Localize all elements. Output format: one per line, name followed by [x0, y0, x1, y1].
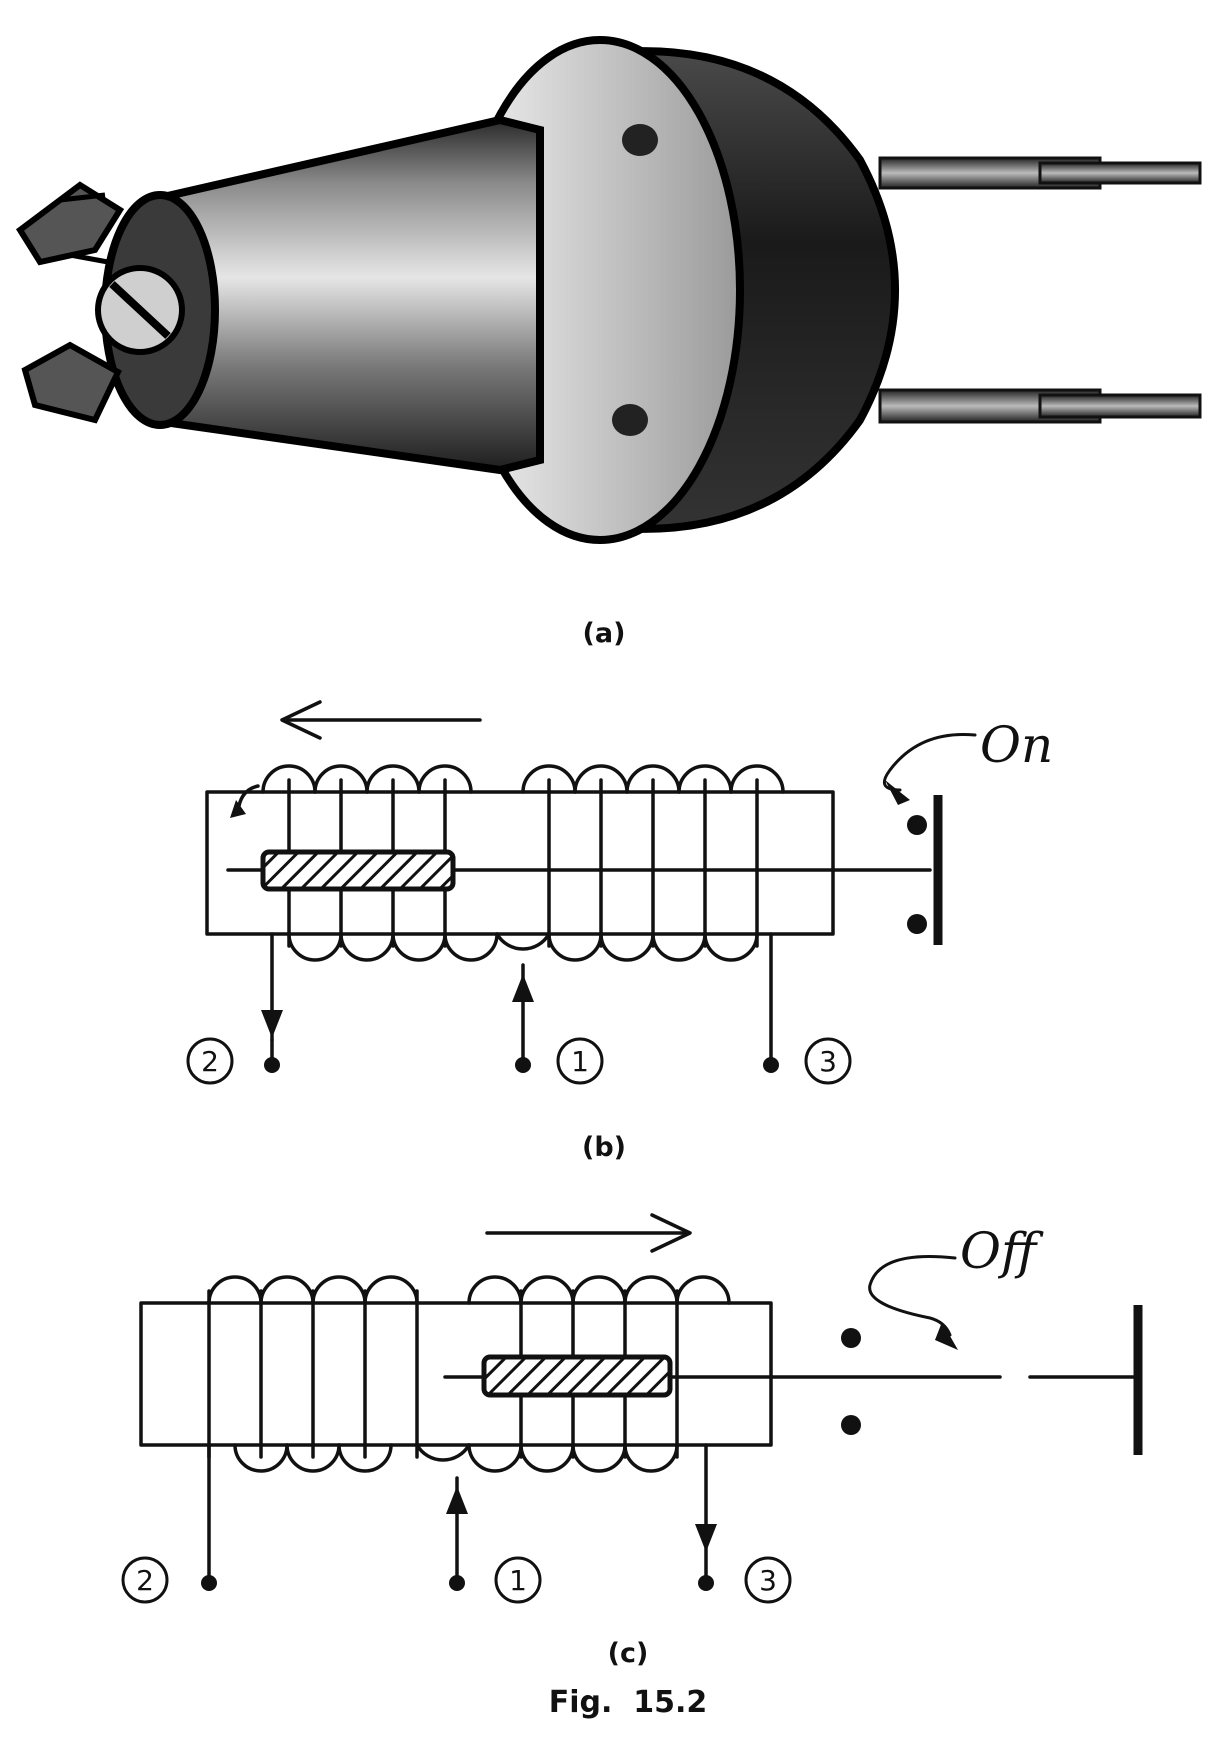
- coil-windings-top: [207, 1275, 731, 1305]
- diagram-on-state: 2 1 3 On: [186, 700, 1053, 1085]
- diagram-off-state: 2 1 3 Off: [121, 1213, 1143, 1604]
- caption-c: (c): [608, 1638, 649, 1669]
- terminal-label-3: 3: [744, 1556, 792, 1604]
- solenoid-illustration: [15, 36, 1202, 544]
- contact-upper: [841, 1328, 861, 1348]
- svg-text:3: 3: [819, 1045, 837, 1078]
- caption-b: (b): [582, 1132, 626, 1163]
- contact-lower: [907, 914, 927, 934]
- coil-windings-top: [261, 764, 785, 794]
- coil-windings-bottom: [233, 1443, 679, 1473]
- terminal-label-1: 1: [494, 1556, 542, 1604]
- figure-caption: Fig. 15.2: [549, 1685, 708, 1720]
- switch-state-label-off: Off: [960, 1222, 1044, 1280]
- caption-a: (a): [583, 618, 626, 649]
- terminal-label-3: 3: [804, 1037, 852, 1085]
- svg-text:2: 2: [201, 1045, 219, 1078]
- terminal-label-2: 2: [186, 1037, 234, 1085]
- coil-former: [139, 1301, 773, 1447]
- svg-text:3: 3: [759, 1564, 777, 1597]
- switch-state-label-on: On: [980, 716, 1053, 774]
- plunger-core: [481, 1354, 673, 1398]
- motion-arrow-right: [485, 1213, 692, 1253]
- contact-lower: [841, 1415, 861, 1435]
- svg-text:1: 1: [509, 1564, 527, 1597]
- coil-former: [205, 790, 835, 936]
- terminal-label-1: 1: [556, 1037, 604, 1085]
- terminal-label-2: 2: [121, 1556, 169, 1604]
- plunger-core: [260, 849, 456, 892]
- svg-text:1: 1: [571, 1045, 589, 1078]
- contact-upper: [907, 815, 927, 835]
- motion-arrow-left: [280, 700, 482, 740]
- coil-windings-bottom: [287, 932, 759, 962]
- svg-text:2: 2: [136, 1564, 154, 1597]
